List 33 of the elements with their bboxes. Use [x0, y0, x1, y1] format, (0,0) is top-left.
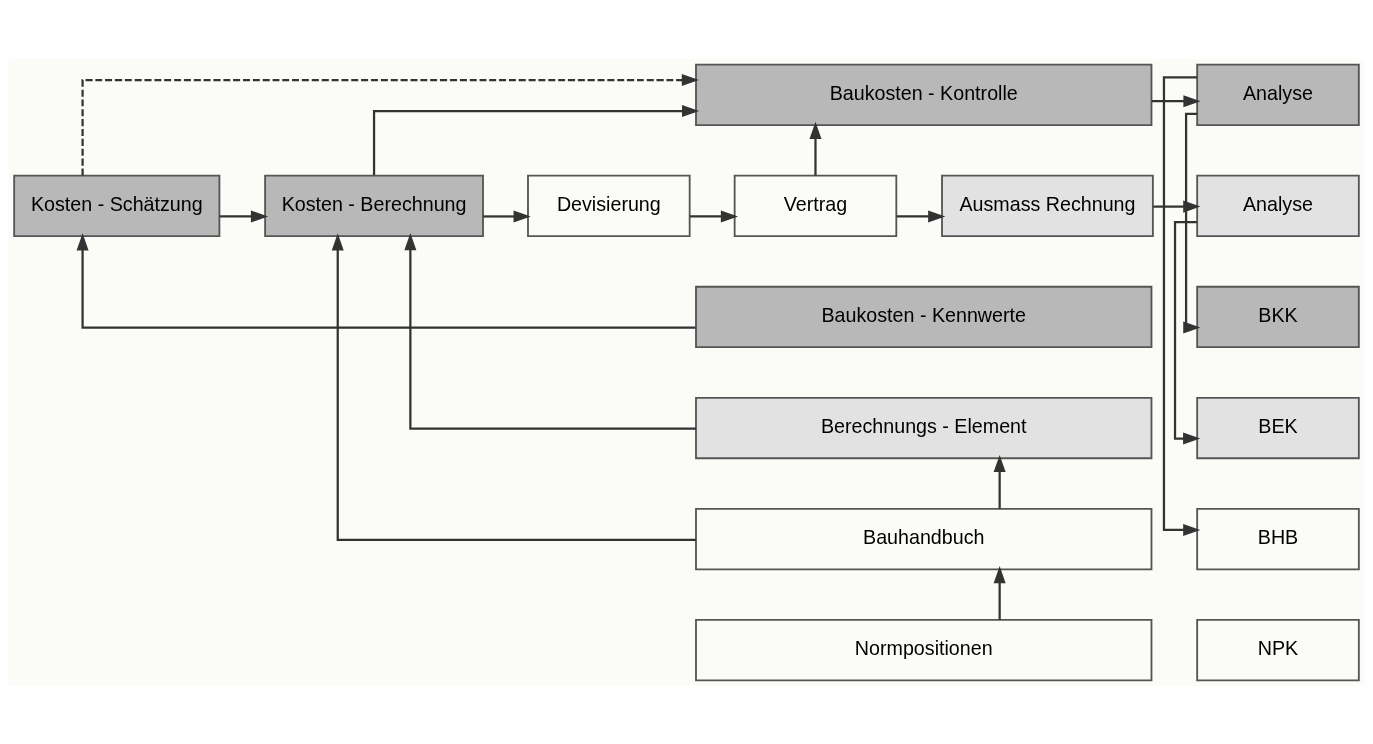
arrow	[81, 73, 699, 175]
node-box: Analyse	[1196, 63, 1360, 126]
arrow	[896, 209, 946, 222]
arrow	[689, 209, 739, 222]
arrow	[331, 232, 696, 541]
node-box: NPK	[1196, 618, 1360, 681]
arrow	[404, 232, 696, 430]
arrow	[483, 209, 531, 222]
arrow	[1173, 220, 1201, 445]
arrow	[76, 232, 696, 329]
node-box: Normpositionen	[695, 618, 1153, 681]
node-box: Kosten - Berechnung	[264, 174, 484, 237]
arrow	[1162, 75, 1201, 536]
node-box: BHB	[1196, 507, 1360, 570]
arrow	[993, 565, 1006, 620]
node-box: Berechnungs - Element	[695, 396, 1153, 459]
node-box: Analyse	[1196, 174, 1360, 237]
arrow	[1153, 200, 1201, 213]
node-box: Baukosten - Kontrolle	[695, 63, 1153, 126]
arrow	[1151, 94, 1201, 107]
node-box: BKK	[1196, 285, 1360, 348]
node-box: Baukosten - Kennwerte	[695, 285, 1153, 348]
node-box: Bauhandbuch	[695, 507, 1153, 570]
arrow	[809, 121, 822, 176]
arrow	[372, 104, 700, 175]
arrow	[993, 454, 1006, 509]
node-box: Ausmass Rechnung	[941, 174, 1154, 237]
arrow	[219, 209, 269, 222]
node-box: Devisierung	[527, 174, 691, 237]
node-box: Kosten - Schätzung	[13, 174, 221, 237]
node-box: Vertrag	[733, 174, 898, 237]
arrow	[1183, 112, 1201, 334]
node-box: BEK	[1196, 396, 1360, 459]
